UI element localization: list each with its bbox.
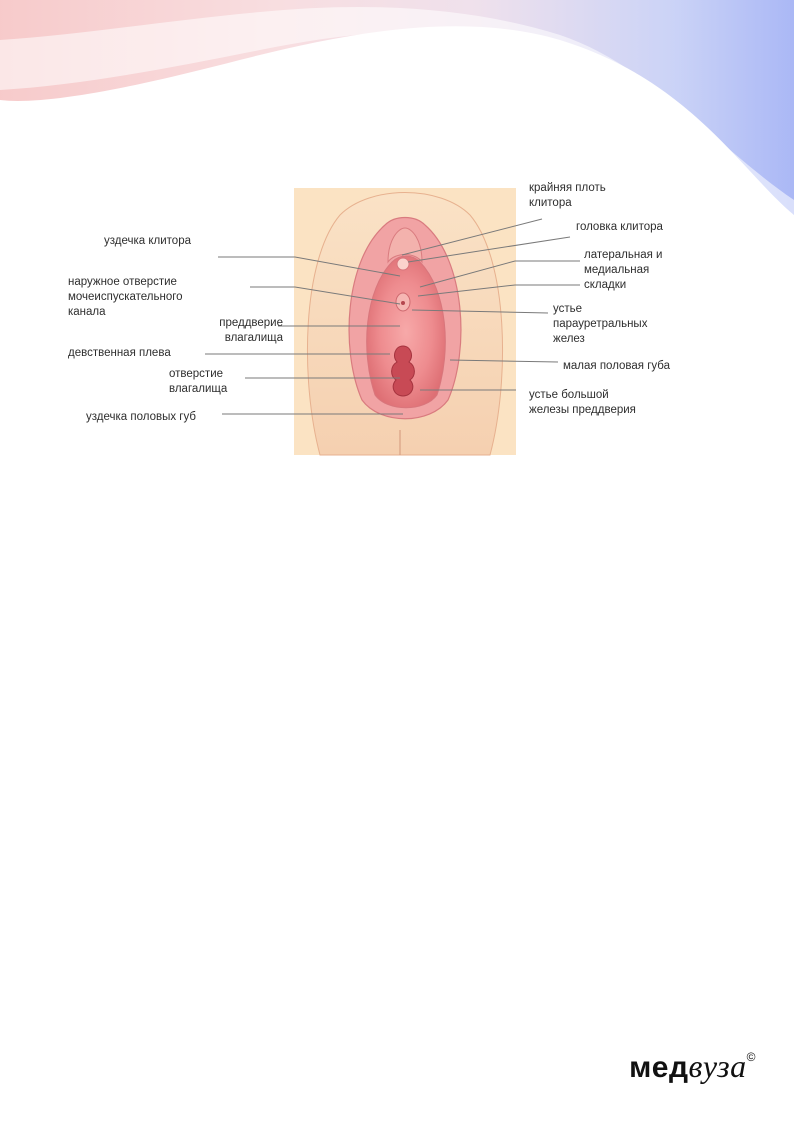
header-wave-decoration	[0, 0, 794, 215]
anatomy-diagram	[205, 188, 580, 456]
leader-labia-minora	[449, 359, 559, 363]
label-frenulum-clitoris: уздечка клитора	[104, 235, 191, 247]
logo-part-bold: мед	[629, 1051, 689, 1084]
label-labia-minora: малая половая губа	[563, 360, 671, 372]
label-prepuce: крайняя плоть клитора	[529, 182, 606, 209]
label-lateral-medial-folds: латеральная и медиальная складки	[584, 249, 663, 291]
label-frenulum-labiorum: уздечка половых губ	[86, 411, 196, 423]
vaginal-opening-shape	[391, 345, 415, 397]
label-glans-clitoris: головка клитора	[576, 221, 663, 233]
leader-frenulum-clitoris	[218, 256, 401, 277]
label-urethral-opening: наружное отверстие мочеиспускательного к…	[68, 276, 183, 318]
label-paraurethral-glands: устье парауретральных желез	[553, 303, 648, 345]
logo-copyright: ©	[746, 1050, 756, 1064]
label-greater-vestibular-gland: устье большой железы преддверия	[529, 389, 636, 416]
label-hymen: девственная плева	[68, 347, 171, 359]
leader-prepuce	[401, 218, 543, 256]
label-vestibule: преддверие влагалища	[219, 317, 283, 344]
leader-urethral	[250, 286, 401, 305]
leader-paraurethral	[411, 309, 549, 314]
label-vaginal-opening: отверстие влагалища	[169, 368, 228, 395]
glans-clitoris-shape	[396, 257, 410, 271]
brand-logo: медвуза©	[629, 1048, 756, 1085]
logo-part-italic: вуза	[688, 1048, 747, 1084]
leader-glans	[407, 236, 571, 263]
leader-folds-1	[419, 260, 580, 288]
leader-folds-2	[417, 284, 580, 297]
vestibule-shape	[366, 255, 446, 409]
